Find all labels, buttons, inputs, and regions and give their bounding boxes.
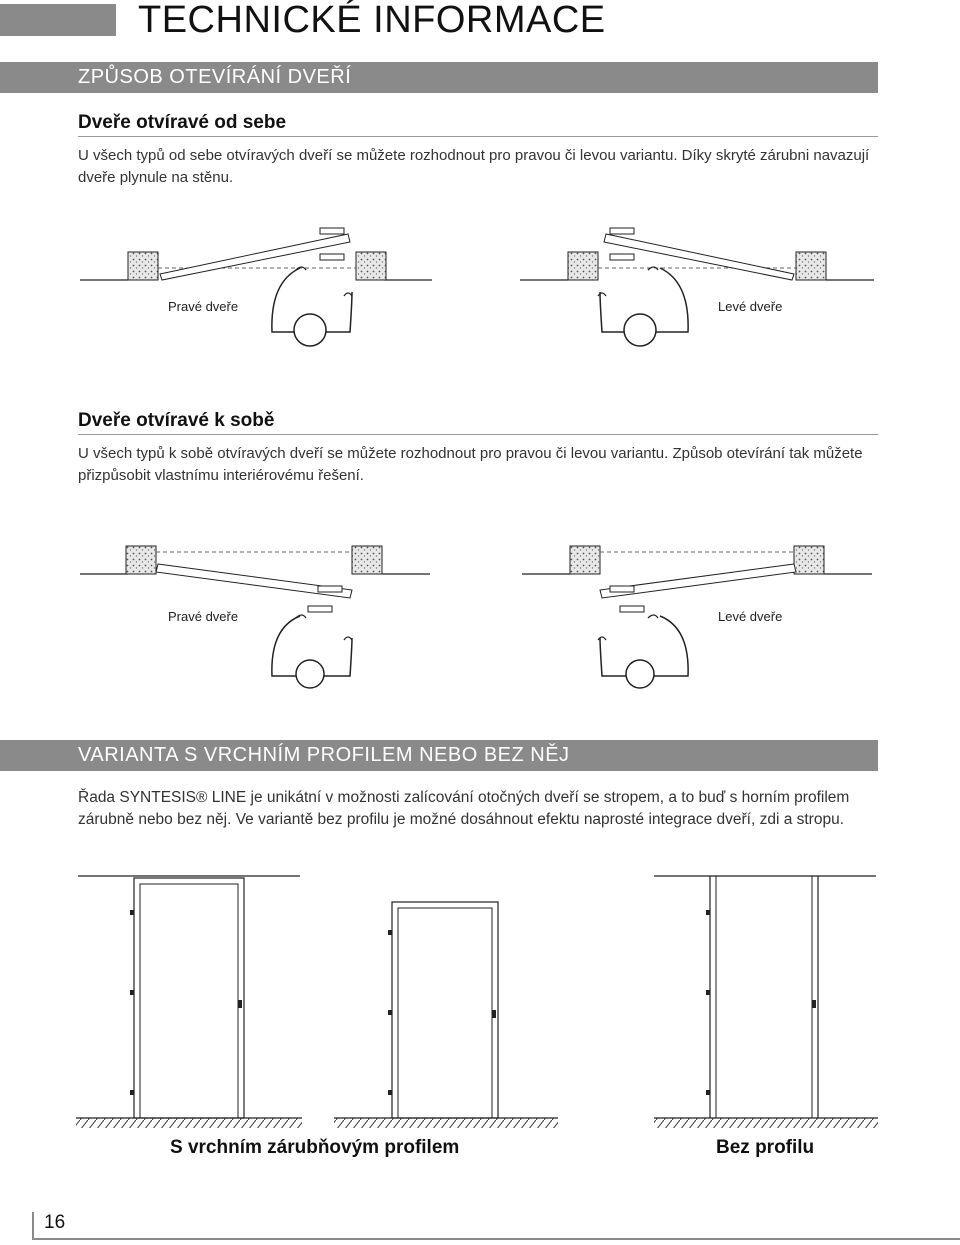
section-band-opening: ZPŮSOB OTEVÍRÁNÍ DVEŘÍ [0, 62, 878, 93]
caption-with-profile: S vrchním zárubňovým profilem [170, 1137, 460, 1158]
diagram-door-elevations [76, 875, 878, 1128]
door-elevation-with-profile [76, 875, 302, 1128]
diagram-inward-left-door [522, 545, 872, 689]
diagram-outward-left-door [520, 227, 874, 347]
heading-outward: Dveře otvíravé od sebe [78, 112, 878, 137]
section-band-profile: VARIANTA S VRCHNÍM PROFILEM NEBO BEZ NĚJ [0, 740, 878, 771]
page-title: TECHNICKÉ INFORMACE [138, 0, 606, 41]
paragraph-profile: Řada SYNTESIS® LINE je unikátní v možnos… [78, 789, 850, 828]
diagram-inward-doors [80, 545, 872, 689]
label-inward-left: Levé dveře [718, 609, 783, 624]
paragraph-inward: U všech typů k sobě otvíravých dveří se … [78, 445, 863, 484]
heading-inward: Dveře otvíravé k sobě [78, 410, 878, 435]
footer-rule [32, 1238, 960, 1240]
door-elevation-standard [334, 901, 558, 1128]
title-accent-bar [0, 4, 116, 36]
page-number-tick [32, 1212, 34, 1240]
diagram-inward-right-door [80, 545, 430, 689]
label-outward-left: Levé dveře [718, 299, 783, 314]
door-elevation-without-profile [654, 875, 878, 1128]
label-inward-right: Pravé dveře [168, 609, 239, 624]
page-number: 16 [44, 1212, 66, 1233]
diagram-outward-doors [80, 227, 874, 347]
paragraph-outward: U všech typů od sebe otvíravých dveří se… [78, 147, 870, 186]
caption-without-profile: Bez profilu [716, 1137, 815, 1158]
diagram-outward-right-door [80, 227, 432, 347]
label-outward-right: Pravé dveře [168, 299, 239, 314]
